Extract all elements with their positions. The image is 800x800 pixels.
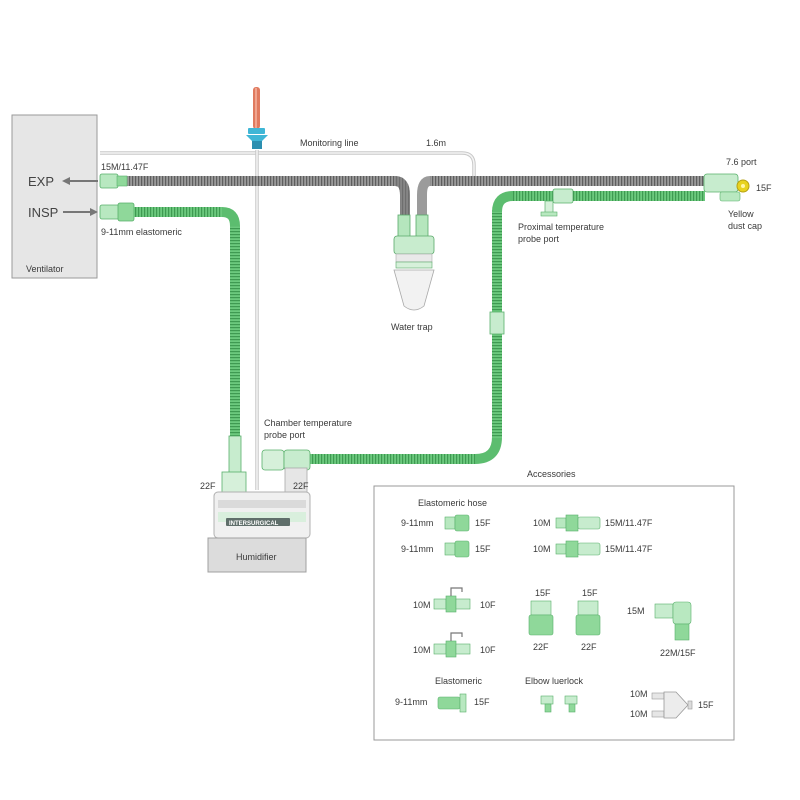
patient-y-piece	[703, 173, 750, 202]
elbow-luerlock-title: Elbow luerlock	[525, 676, 584, 686]
line-length-label: 1.6m	[426, 138, 446, 148]
elast-left: 9-11mm	[395, 697, 427, 707]
tport1-right: 10F	[480, 600, 496, 610]
expiratory-hose	[115, 176, 718, 215]
adapter1-right: 15M/11.47F	[605, 518, 653, 528]
elastomeric-hose-title: Elastomeric hose	[418, 498, 487, 508]
insp-arrow-icon	[63, 208, 98, 216]
port-15f-label: 15F	[756, 183, 772, 193]
elbow-bottom: 22M/15F	[660, 648, 696, 658]
tport2-right: 10F	[480, 645, 496, 655]
inspiratory-hose-dry	[99, 202, 242, 477]
adapter2-icon	[555, 540, 601, 558]
conn2-top: 15F	[582, 588, 598, 598]
monitoring-line	[100, 150, 720, 490]
y-top: 10M	[630, 689, 648, 699]
hose1-icon	[444, 514, 470, 532]
elbow-icon	[654, 601, 692, 641]
conn1-icon	[528, 600, 554, 636]
humidifier-brand: INTERSURGICAL	[229, 521, 279, 527]
yellow-dust-cap-label-2: dust cap	[728, 221, 762, 231]
hose2-icon	[444, 540, 470, 558]
inspiratory-hose-heated	[310, 188, 705, 464]
adapter1-icon	[555, 514, 601, 532]
yellow-dust-cap-label-1: Yellow	[728, 209, 754, 219]
humidifier-label: Humidifier	[236, 552, 277, 562]
conn1-top: 15F	[535, 588, 551, 598]
conn2-icon	[575, 600, 601, 636]
chamber-probe-port	[261, 449, 311, 471]
hose1-right: 15F	[475, 518, 491, 528]
elast-right: 15F	[474, 697, 490, 707]
water-trap-label: Water trap	[391, 322, 433, 332]
ventilator-box	[11, 114, 98, 279]
hose1-left: 9-11mm	[401, 518, 433, 528]
insp-elastomeric-label: 9-11mm elastomeric	[101, 227, 182, 237]
proximal-probe-label-1: Proximal temperature	[518, 222, 604, 232]
y-right: 15F	[698, 700, 714, 710]
y-connector-icon	[651, 691, 693, 719]
water-trap	[393, 214, 435, 311]
tport2-left: 10M	[413, 645, 431, 655]
accessories-title: Accessories	[527, 469, 576, 479]
humidifier-22f-right: 22F	[293, 481, 309, 491]
hose2-right: 15F	[475, 544, 491, 554]
proximal-probe-port	[540, 200, 558, 217]
exp-label: EXP	[28, 174, 54, 189]
port-7-6-label: 7.6 port	[726, 157, 757, 167]
conn2-bottom: 22F	[581, 642, 597, 652]
hose2-left: 9-11mm	[401, 544, 433, 554]
adapter1-left: 10M	[533, 518, 551, 528]
elastomeric-icon	[437, 693, 467, 713]
tport2-icon	[433, 632, 471, 658]
exp-arrow-icon	[62, 177, 98, 185]
elbow-top: 15M	[627, 606, 645, 616]
elastomeric-title: Elastomeric	[435, 676, 483, 686]
exp-connector	[99, 173, 128, 189]
conn1-bottom: 22F	[533, 642, 549, 652]
adapter2-right: 15M/11.47F	[605, 544, 653, 554]
exp-connector-label: 15M/11.47F	[101, 162, 149, 172]
proximal-probe-label-2: probe port	[518, 234, 560, 244]
adapter2-left: 10M	[533, 544, 551, 554]
humidifier-22f-left: 22F	[200, 481, 216, 491]
tport1-left: 10M	[413, 600, 431, 610]
humidifier: INTERSURGICAL	[207, 467, 311, 573]
monitoring-line-label: Monitoring line	[300, 138, 359, 148]
tport1-icon	[433, 587, 471, 613]
elbow-luerlock-icon	[540, 695, 578, 713]
insp-label: INSP	[28, 205, 58, 220]
sampling-probe	[246, 87, 268, 149]
ventilator-label: Ventilator	[26, 264, 64, 274]
chamber-probe-label-1: Chamber temperature	[264, 418, 352, 428]
y-bottom: 10M	[630, 709, 648, 719]
chamber-probe-label-2: probe port	[264, 430, 306, 440]
